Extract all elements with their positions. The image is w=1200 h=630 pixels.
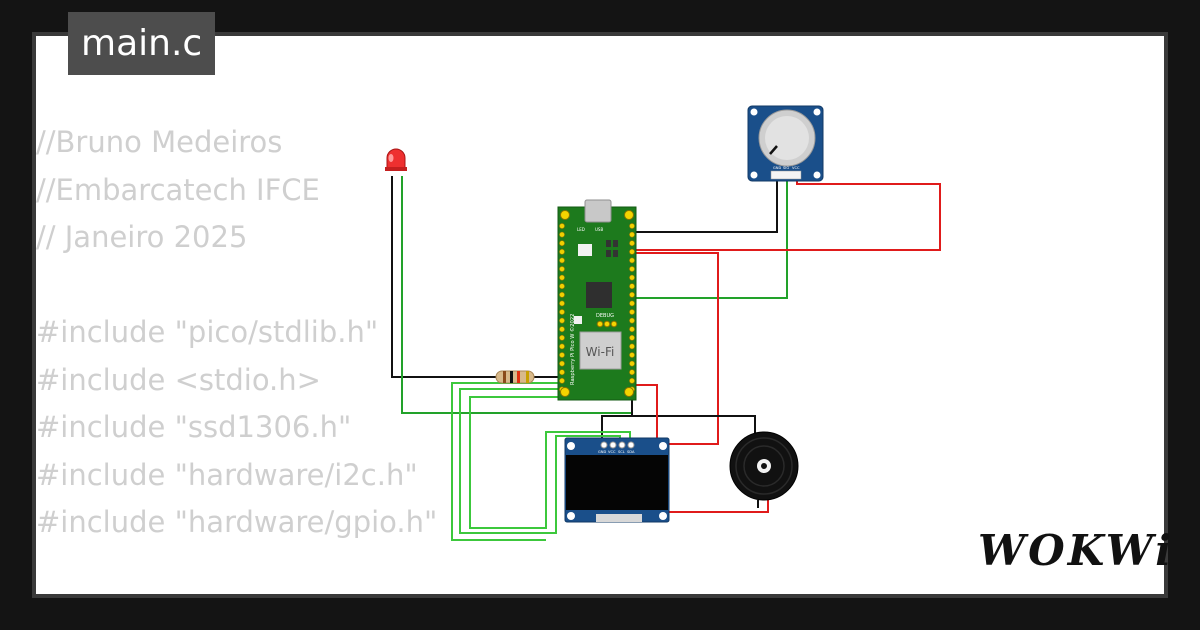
pin-pad [629,274,635,281]
wire-pot-gnd[interactable] [626,178,778,233]
pin-pad [559,309,565,315]
pin-pad [559,283,565,290]
wifi-module [579,331,622,370]
pin-pad [629,309,635,315]
pin-pad [629,300,635,307]
pin-pad [559,291,565,298]
pin-pad [559,377,565,384]
oled-pin-label: SCL [618,450,625,454]
oled-pin-label: SDA [627,450,635,454]
usb-label: USB [595,227,603,232]
code-line: // Janeiro 2025 [36,220,248,254]
pin-pad [559,369,565,376]
wifi-label: Wi-Fi [586,345,615,359]
pin-pad [629,343,635,350]
pin-pad [559,274,565,281]
pin-pad [559,223,565,229]
pin-pad [629,369,635,376]
wokwi-logo: WOKWi [978,526,1175,575]
pin-pad [629,352,635,358]
code-line: #include "pico/stdlib.h" [36,315,379,349]
wire-pot-vcc[interactable] [632,178,941,251]
pin-pad [559,300,565,307]
wire-led-cathode[interactable] [391,176,498,378]
pot-pin-label: GND [773,166,781,170]
pin-pad [559,343,565,350]
pin-pad [559,334,565,341]
usb-connector [584,199,612,223]
pin-pad [629,240,635,247]
oled-pin-label: VCC [608,450,616,454]
board-model-text: Raspberry Pi Pico W ©2022 [569,314,576,385]
code-line: #include "hardware/gpio.h" [36,505,438,539]
pin-pad [629,248,635,255]
pot-pin-label: SIG [783,166,789,170]
code-preview: //Bruno Medeiros //Embarcatech IFCE // J… [36,119,437,547]
pin-pad [629,283,635,290]
rp2040-chip [586,282,612,308]
code-line: #include <stdio.h> [36,362,321,397]
pin-pad [629,231,635,238]
resistor[interactable] [495,370,535,384]
pin-pad [629,291,635,298]
oled-display[interactable]: GND VCC SCL SDA [564,437,670,523]
knob-indicator [769,145,778,155]
bootsel-button[interactable] [578,244,592,256]
file-tab[interactable]: main.c [68,12,216,75]
pin-pad [629,257,635,264]
pin-pad [629,266,635,272]
oled-screen [566,455,668,510]
potentiometer[interactable]: GND SIG VCC [747,105,824,182]
red-led[interactable] [385,148,407,171]
pin-pad [629,360,635,367]
pin-pad [559,360,565,367]
wire-oled-gnd[interactable] [601,415,632,444]
debug-label: DEBUG [596,313,614,319]
wire-gnd-bus[interactable] [631,392,756,440]
pin-pad [559,257,565,264]
code-line: //Embarcatech IFCE [36,172,320,207]
pin-pad [629,223,635,229]
led-label: LED [577,227,585,232]
board-pins [559,223,635,393]
pin-pad [559,240,565,247]
code-line: //Bruno Medeiros [36,125,283,159]
code-line: #include "hardware/i2c.h" [36,457,418,492]
pot-pin-label: VCC [792,166,800,170]
pin-pad [629,377,635,384]
pin-pad [629,317,635,324]
pin-pad [559,326,565,333]
pin-pad [559,266,565,272]
wire-pot-sig[interactable] [632,178,788,299]
pin-pad [629,326,635,333]
pin-pad [559,317,565,324]
pico-board[interactable]: DEBUG Wi-Fi LED USB Raspberry Pi Pico W … [557,199,637,401]
pin-pad [559,352,565,358]
pin-pad [629,334,635,341]
pin-pad [559,248,565,255]
wire-oled-sda[interactable] [469,396,631,529]
pin-pad [559,231,565,238]
wire-oled-scl[interactable] [459,388,621,534]
code-line: #include "ssd1306.h" [36,410,352,444]
buzzer[interactable] [729,431,799,501]
oled-pin-label: GND [598,450,606,454]
